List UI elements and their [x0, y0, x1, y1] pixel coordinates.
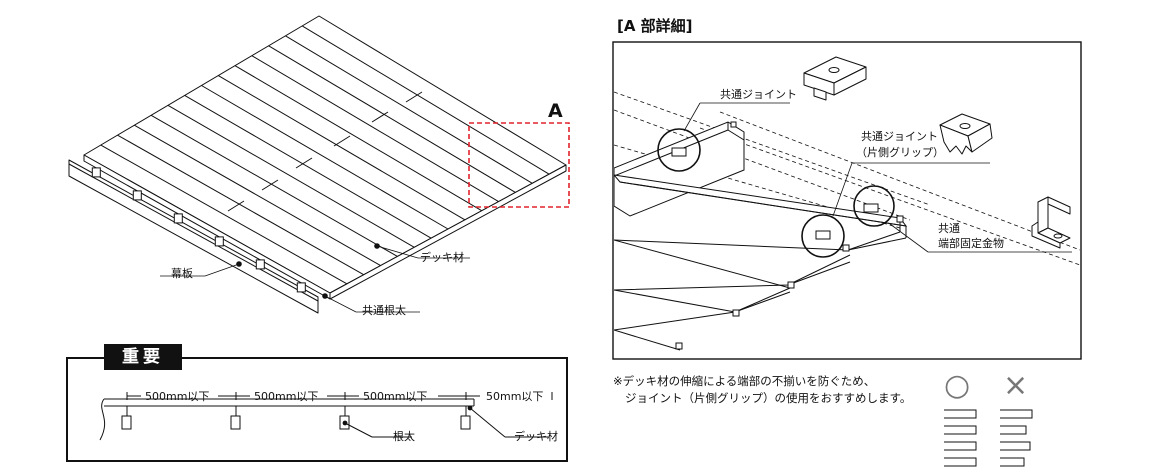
important-badge: 重要: [104, 344, 182, 370]
deck-board-seam: [301, 25, 550, 175]
good-mark-icon: ○: [944, 368, 971, 403]
joist-spacing-diagram: [66, 357, 568, 462]
spacing-joist-label: 根太: [393, 430, 415, 443]
deck-board-seam: [117, 134, 364, 276]
joist-end-block: [255, 259, 265, 270]
deck-board-seam: [251, 55, 499, 203]
end-fixing-bracket-icon: [1031, 196, 1071, 249]
deck-board-seam: [234, 65, 482, 212]
detail-title: [A 部詳細]: [617, 17, 693, 35]
joist-ends: [91, 167, 306, 293]
aligned-board-ends: [944, 409, 977, 467]
joist-label: 共通根太: [362, 304, 406, 317]
deck-board-seam: [150, 114, 398, 257]
deck-board-seam: [100, 144, 348, 285]
deck-board-seam: [134, 124, 381, 267]
skirt-board-label: 幕板: [171, 267, 193, 280]
deck-board-lines: [100, 25, 550, 285]
grip-joint-icon: [939, 113, 993, 155]
usage-note: ※デッキ材の伸縮による端部の不揃いを防ぐため、 ジョイント（片側グリップ）の使用…: [613, 373, 911, 407]
spacing-label-4: 50mm以下: [486, 390, 544, 403]
usage-note-line2: ジョイント（片側グリップ）の使用をおすすめします。: [625, 391, 912, 405]
joist-end-block: [296, 282, 306, 293]
callout-a-marker: A: [548, 100, 563, 122]
usage-note-line1: ※デッキ材の伸縮による端部の不揃いを防ぐため、: [613, 374, 876, 388]
deck-overview-illustration: [68, 15, 570, 314]
detail-frame: [612, 41, 1082, 360]
end-fix-label-line1: 共通: [938, 222, 960, 235]
deck-board-seam: [285, 35, 533, 184]
deck-board-seam: [268, 45, 516, 193]
spacing-deck-label: デッキ材: [514, 430, 558, 443]
bad-mark-icon: ×: [1003, 368, 1029, 403]
important-frame: [66, 357, 568, 462]
joist-end-block: [214, 236, 224, 247]
spacing-label-1: 500mm以下: [145, 390, 210, 403]
end-fix-label-line2: 端部固定金物: [938, 237, 1004, 250]
callout-a-box: [468, 122, 570, 208]
joist-end-block: [173, 213, 183, 224]
grip-joint-callout-circle: [801, 214, 845, 258]
joint-callout-circle: [657, 128, 701, 172]
joint-label: 共通ジョイント: [720, 88, 797, 101]
joist-end-block: [91, 167, 101, 178]
deck-board-seam: [201, 85, 449, 230]
deck-board-seam: [218, 75, 466, 221]
joint-hardware-icon: [803, 56, 867, 101]
spacing-label-3: 500mm以下: [363, 390, 428, 403]
end-fix-callout-circle: [853, 185, 895, 227]
grip-joint-label-line2: （片側グリップ）: [856, 146, 944, 159]
deck-board-label: デッキ材: [420, 251, 464, 264]
deck-board-seam: [184, 94, 432, 239]
joist-end-block: [132, 190, 142, 201]
spacing-label-2: 500mm以下: [254, 390, 319, 403]
misaligned-board-ends: [1000, 409, 1033, 467]
deck-board-seam: [167, 104, 415, 248]
grip-joint-label-line1: 共通ジョイント: [861, 130, 938, 143]
